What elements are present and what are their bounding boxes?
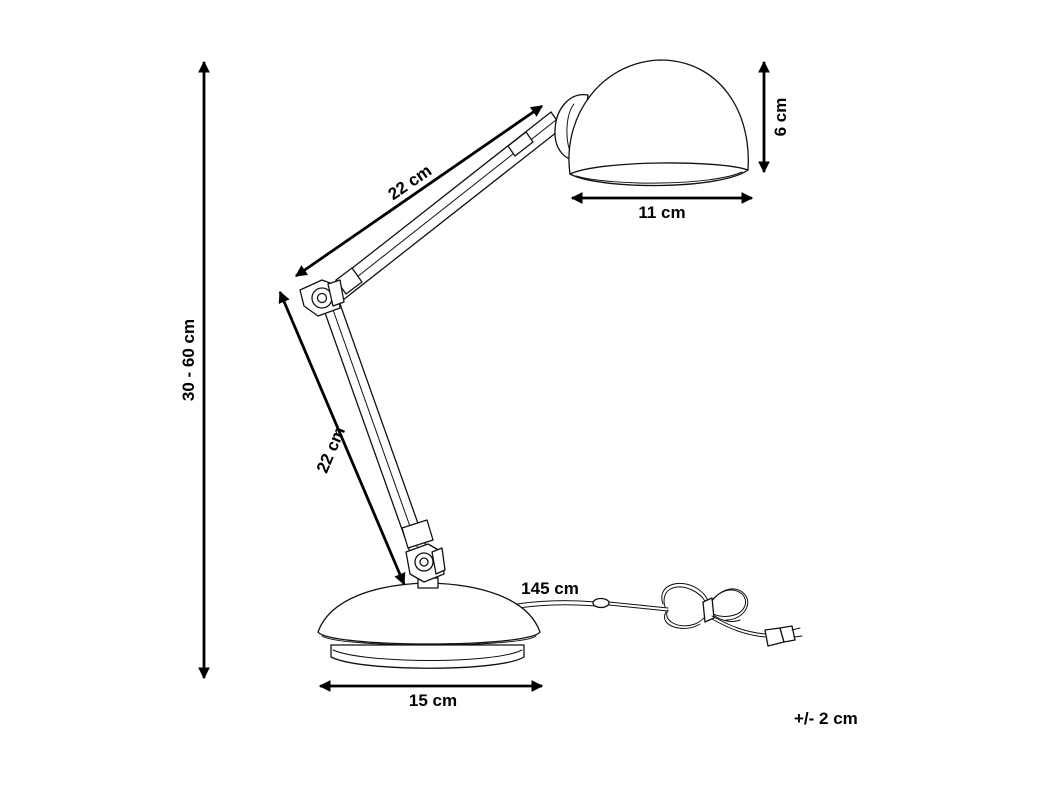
lower-arm-dimension-line [278,290,406,586]
lamp-base [317,577,541,669]
inline-switch [592,597,610,609]
cable-coil [661,582,749,629]
shade-height-label: 6 cm [771,98,790,137]
cable-length-label: 145 cm [521,579,579,598]
lower-arm-length-label: 22 cm [313,424,349,476]
shade-width-label: 11 cm [638,203,685,222]
lamp-illustration [299,59,803,669]
upper-arm [331,111,563,301]
lower-joint [405,543,446,583]
power-cable [516,582,803,647]
lamp-shade [554,59,749,187]
height-range-label: 30 - 60 cm [179,319,198,401]
upper-arm-dimension-line [295,104,543,278]
base-width-label: 15 cm [409,691,457,710]
plug-icon [764,625,803,647]
tolerance-label: +/- 2 cm [794,709,858,728]
dimension-lines [198,60,770,692]
